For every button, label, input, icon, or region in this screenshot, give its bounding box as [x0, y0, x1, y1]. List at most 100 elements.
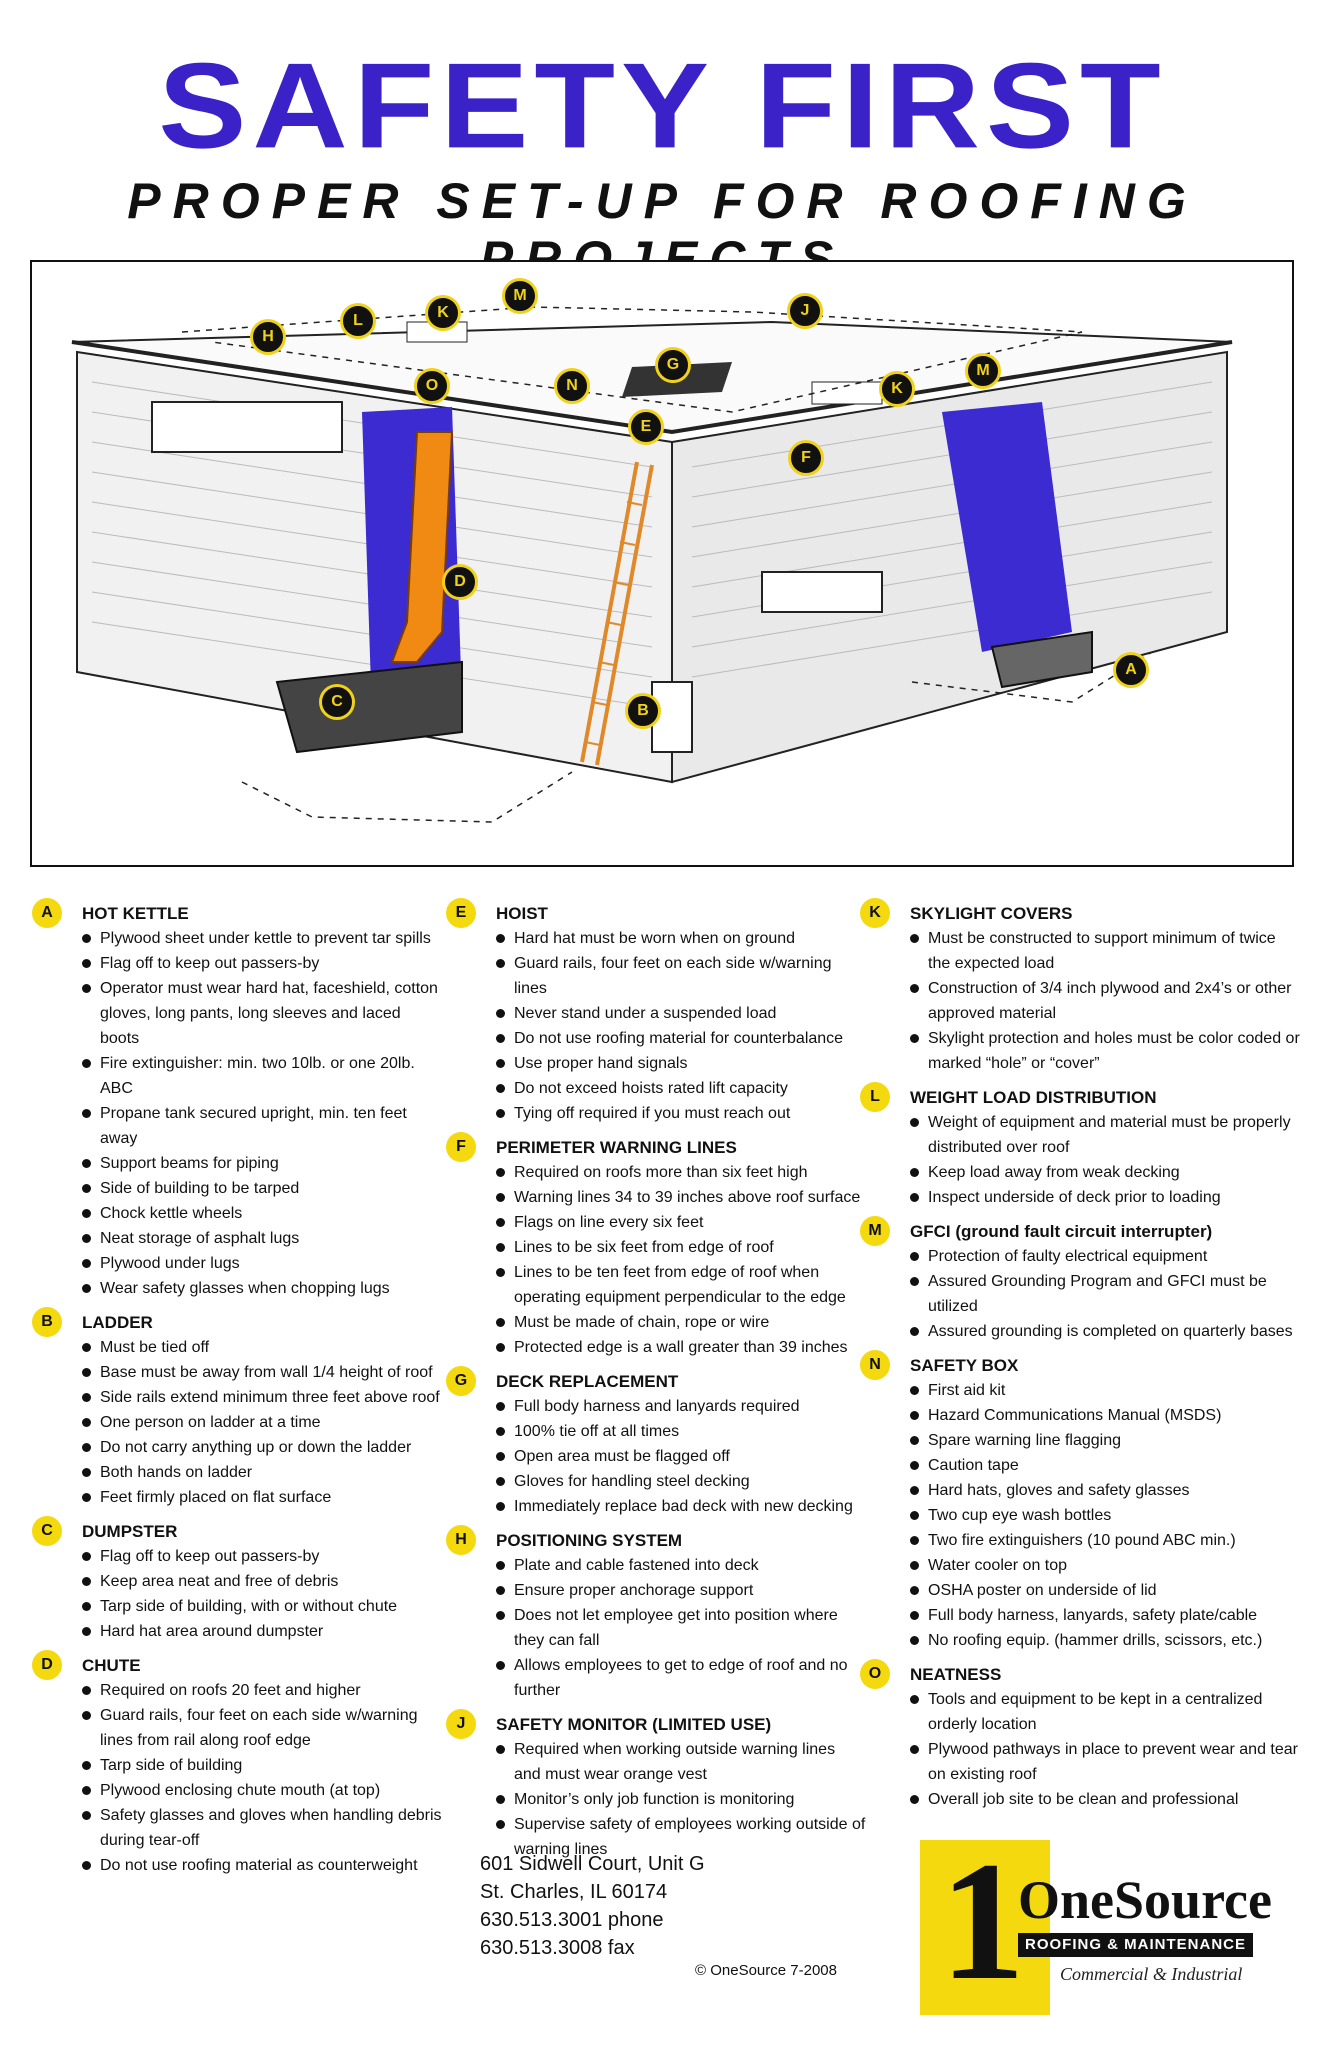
list-item: Plywood enclosing chute mouth (at top) — [82, 1778, 442, 1803]
marker-a: A — [1113, 652, 1149, 688]
section-title: DUMPSTER — [82, 1522, 178, 1541]
list-item: First aid kit — [910, 1378, 1300, 1403]
list-item: Full body harness, lanyards, safety plat… — [910, 1603, 1300, 1628]
logo-yellow-block — [920, 1840, 1050, 2015]
list-item: Spare warning line flagging — [910, 1428, 1300, 1453]
logo-bar: ROOFING & MAINTENANCE — [1018, 1933, 1253, 1957]
letter-badge: B — [32, 1307, 62, 1337]
list-item: Plywood sheet under kettle to prevent ta… — [82, 926, 442, 951]
address-line: St. Charles, IL 60174 — [480, 1881, 668, 1903]
page-title: SAFETY FIRST — [158, 37, 1167, 174]
copyright: © OneSource 7-2008 — [695, 1962, 837, 1979]
list-item: Use proper hand signals — [496, 1051, 866, 1076]
company-address: 601 Sidwell Court, Unit G St. Charles, I… — [480, 1850, 705, 1962]
list-item: Guard rails, four feet on each side w/wa… — [496, 951, 866, 1001]
list-item: Chock kettle wheels — [82, 1201, 442, 1226]
list-item: Keep area neat and free of debris — [82, 1569, 442, 1594]
list-item: Must be constructed to support minimum o… — [910, 926, 1300, 976]
list-item: Support beams for piping — [82, 1151, 442, 1176]
letter-badge: D — [32, 1650, 62, 1680]
list-item: Tying off required if you must reach out — [496, 1101, 866, 1126]
list-item: Plate and cable fastened into deck — [496, 1553, 866, 1578]
list-item: Hard hat area around dumpster — [82, 1619, 442, 1644]
section-title: HOIST — [496, 904, 548, 923]
section-title: CHUTE — [82, 1656, 141, 1675]
list-item: Fire extinguisher: min. two 10lb. or one… — [82, 1051, 442, 1101]
marker-l2: M — [502, 278, 538, 314]
list-item: Safety glasses and gloves when handling … — [82, 1803, 442, 1853]
list-item: Side rails extend minimum three feet abo… — [82, 1385, 442, 1410]
list-item: Do not exceed hoists rated lift capacity — [496, 1076, 866, 1101]
marker-k: K — [425, 295, 461, 331]
list-item: One person on ladder at a time — [82, 1410, 442, 1435]
marker-m: M — [965, 353, 1001, 389]
section-safety-monitor: J SAFETY MONITOR (LIMITED USE) Required w… — [446, 1709, 866, 1862]
list-item: Two cup eye wash bottles — [910, 1503, 1300, 1528]
list-item: Both hands on ladder — [82, 1460, 442, 1485]
column-1: A HOT KETTLE Plywood sheet under kettle t… — [32, 898, 442, 1884]
marker-j: J — [787, 293, 823, 329]
building-drawing — [71, 306, 1233, 823]
list-item: Keep load away from weak decking — [910, 1160, 1300, 1185]
section-chute: D CHUTE Required on roofs 20 feet and hig… — [32, 1650, 442, 1878]
list-item: Tarp side of building, with or without c… — [82, 1594, 442, 1619]
list-item: Two fire extinguishers (10 pound ABC min… — [910, 1528, 1300, 1553]
list-item: Required when working outside warning li… — [496, 1737, 866, 1787]
letter-badge: G — [446, 1366, 476, 1396]
letter-badge: C — [32, 1516, 62, 1546]
marker-o: O — [414, 368, 450, 404]
list-item: Hard hat must be worn when on ground — [496, 926, 866, 951]
list-item: Construction of 3/4 inch plywood and 2x4… — [910, 976, 1300, 1026]
list-item: Skylight protection and holes must be co… — [910, 1026, 1300, 1076]
list-item: Wear safety glasses when chopping lugs — [82, 1276, 442, 1301]
list-item: Does not let employee get into position … — [496, 1603, 866, 1653]
list-item: Must be made of chain, rope or wire — [496, 1310, 866, 1335]
list-item: Open area must be flagged off — [496, 1444, 866, 1469]
section-title: SKYLIGHT COVERS — [910, 904, 1073, 923]
list-item: Caution tape — [910, 1453, 1300, 1478]
marker-e: E — [628, 409, 664, 445]
list-item: Inspect underside of deck prior to loadi… — [910, 1185, 1300, 1210]
marker-b: B — [625, 693, 661, 729]
list-item: Monitor’s only job function is monitorin… — [496, 1787, 866, 1812]
list-item: Side of building to be tarped — [82, 1176, 442, 1201]
list-item: Allows employees to get to edge of roof … — [496, 1653, 866, 1703]
marker-l: L — [340, 303, 376, 339]
section-title: SAFETY MONITOR (LIMITED USE) — [496, 1715, 772, 1734]
fax-number: 630.513.3008 fax — [480, 1937, 635, 1959]
list-item: Flags on line every six feet — [496, 1210, 866, 1235]
list-item: Guard rails, four feet on each side w/wa… — [82, 1703, 442, 1753]
phone-number: 630.513.3001 phone — [480, 1909, 664, 1931]
list-item: Do not use roofing material for counterb… — [496, 1026, 866, 1051]
list-item: Water cooler on top — [910, 1553, 1300, 1578]
section-title: HOT KETTLE — [82, 904, 189, 923]
list-item: Hazard Communications Manual (MSDS) — [910, 1403, 1300, 1428]
list-item: Assured grounding is completed on quarte… — [910, 1319, 1300, 1344]
letter-badge: O — [860, 1659, 890, 1689]
list-item: Hard hats, gloves and safety glasses — [910, 1478, 1300, 1503]
marker-h: H — [250, 319, 286, 355]
list-item: Operator must wear hard hat, faceshield,… — [82, 976, 442, 1051]
section-title: SAFETY BOX — [910, 1356, 1019, 1375]
list-item: Immediately replace bad deck with new de… — [496, 1494, 866, 1519]
section-title: NEATNESS — [910, 1665, 1002, 1684]
section-title: POSITIONING SYSTEM — [496, 1531, 683, 1550]
list-item: Propane tank secured upright, min. ten f… — [82, 1101, 442, 1151]
list-item: 100% tie off at all times — [496, 1419, 866, 1444]
marker-n: N — [554, 368, 590, 404]
list-item: Required on roofs 20 feet and higher — [82, 1678, 442, 1703]
section-title: DECK REPLACEMENT — [496, 1372, 679, 1391]
list-item: Base must be away from wall 1/4 height o… — [82, 1360, 442, 1385]
list-item: Overall job site to be clean and profess… — [910, 1787, 1300, 1812]
letter-badge: A — [32, 898, 62, 928]
letter-badge: J — [446, 1709, 476, 1739]
marker-k2: K — [879, 371, 915, 407]
